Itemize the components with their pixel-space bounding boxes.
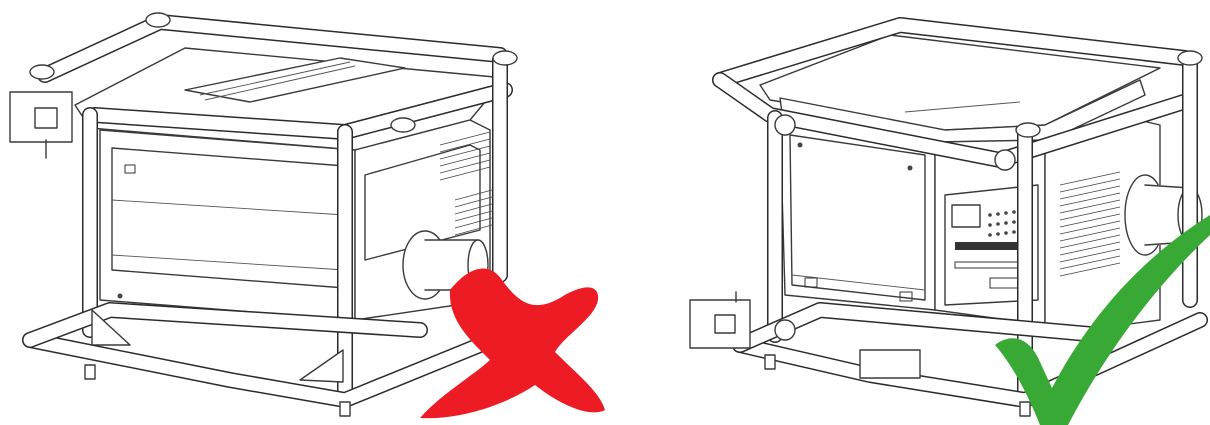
- cross-icon: [420, 268, 605, 419]
- panel-incorrect: [9, 12, 605, 419]
- panel-correct: [689, 17, 1210, 425]
- checkmark-icon: [995, 215, 1210, 425]
- frame-left: [9, 12, 518, 417]
- projector-left: [74, 47, 506, 321]
- vent-grille-left: [439, 131, 493, 236]
- projector-right: [759, 34, 1203, 336]
- vent-grille-right: [1059, 171, 1121, 277]
